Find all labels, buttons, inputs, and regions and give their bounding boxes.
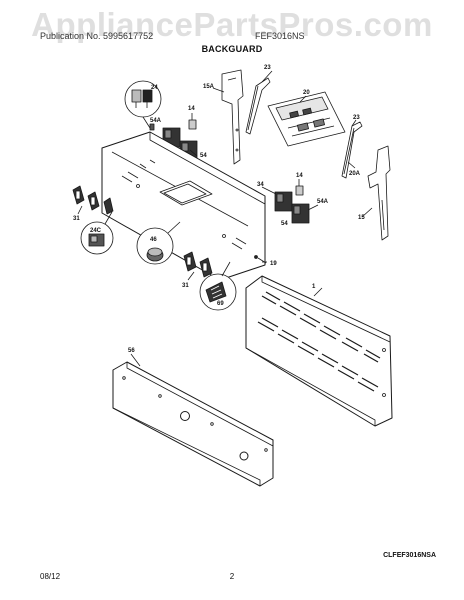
callout-24c: 24C xyxy=(90,228,102,234)
part-23-trim-strip-b xyxy=(341,121,363,179)
callout-14-mid: 14 xyxy=(296,173,303,179)
callout-54a-top: 54A xyxy=(150,118,162,124)
callout-69: 69 xyxy=(217,301,224,307)
callout-54-mid: 54 xyxy=(281,221,288,227)
part-56-lower-panel xyxy=(112,353,274,487)
model-label: FEF3016NS xyxy=(255,31,305,41)
part-24c-detail xyxy=(80,211,114,255)
part-15-right-bracket xyxy=(367,145,391,241)
callout-31-lower: 31 xyxy=(182,283,189,289)
callout-19: 19 xyxy=(270,261,277,267)
part-1-rear-panel xyxy=(245,275,393,427)
part-54-switches-mid xyxy=(274,179,310,224)
part-20-control-board xyxy=(267,91,346,147)
backguard-panel xyxy=(101,131,266,281)
callout-23-right: 23 xyxy=(353,115,360,121)
callout-56: 56 xyxy=(128,348,135,354)
callout-24: 24 xyxy=(151,85,158,91)
leader-lines xyxy=(189,70,373,263)
part-24-switch-detail xyxy=(124,80,162,129)
callout-1: 1 xyxy=(312,284,316,290)
footer-page-number: 2 xyxy=(229,572,235,581)
callout-20a: 20A xyxy=(349,171,361,177)
callout-46: 46 xyxy=(150,237,157,243)
section-title: BACKGUARD xyxy=(201,44,263,54)
callout-23-top: 23 xyxy=(264,65,271,71)
callout-15: 15 xyxy=(358,215,365,221)
callout-20: 20 xyxy=(303,90,310,96)
part-23-trim-strip-a xyxy=(245,77,271,135)
callout-31-left: 31 xyxy=(73,216,80,222)
callout-labels: 24 14 15A 23 20 54A 54 23 20A 34 14 54A … xyxy=(73,65,365,354)
callout-54-top: 54 xyxy=(200,153,207,159)
footer-date: 08/12 xyxy=(40,572,61,581)
part-31-knobs-lower xyxy=(183,251,213,281)
part-31-knobs-left xyxy=(72,185,114,215)
diagram-code: CLFEF3016NSA xyxy=(383,552,436,559)
callout-14-top: 14 xyxy=(188,106,195,112)
part-14-connector-top xyxy=(188,113,197,130)
callout-15a: 15A xyxy=(203,84,215,90)
callout-54a-mid: 54A xyxy=(317,199,329,205)
part-15a-left-bracket xyxy=(221,69,244,165)
publication-label: Publication No. 5995617752 xyxy=(40,31,154,41)
part-69-clip-detail xyxy=(199,261,237,311)
part-46-knob-detail xyxy=(136,221,181,265)
callout-34: 34 xyxy=(257,182,264,188)
watermark-text: AppliancePartsPros.com xyxy=(31,6,433,43)
